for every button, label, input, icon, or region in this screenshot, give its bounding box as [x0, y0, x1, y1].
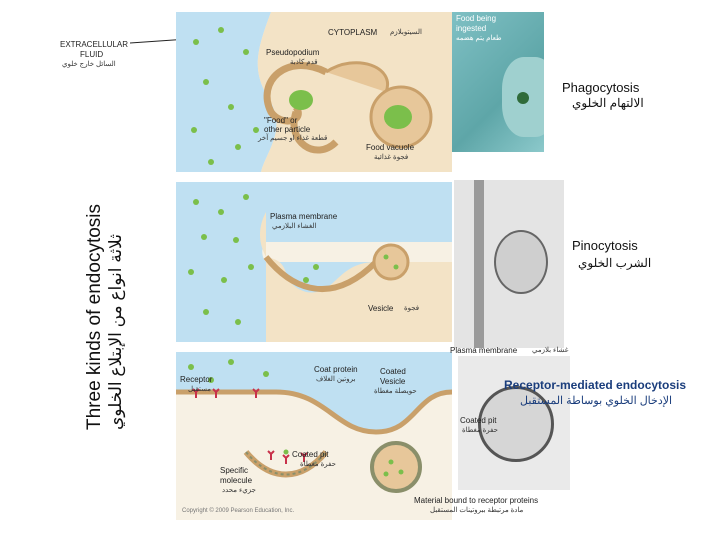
pino-particles [188, 194, 399, 325]
coated-pit-shape [243, 450, 329, 478]
coated-pit-label: Coated pit [292, 450, 329, 459]
plasma-membrane-label: Plasma membrane [270, 212, 338, 221]
food-label-2: other particle [264, 125, 311, 134]
side-title-ar: ثلاثة انواع من الإبتلاع الخلوي [106, 234, 125, 430]
coated-pit-label-ar: حفرة مغطاة [300, 461, 337, 468]
receptor-micrograph [458, 356, 570, 490]
receptor-particles [188, 359, 404, 477]
coated-vesicle-label: Coated [380, 367, 406, 376]
coated-vesicle-label-ar: حويصلة مغطاة [374, 388, 417, 395]
pseudopodium-label: Pseudopodium [266, 48, 320, 57]
vesicle-label-ar: فجوة [404, 305, 420, 312]
phagocytosis-heading: Phagocytosis [562, 80, 640, 95]
specific-molecule-label-ar: جزيء محدد [222, 487, 256, 494]
extracellular-label: EXTRACELLULAR [60, 40, 129, 49]
food-label: "Food" or [264, 116, 298, 125]
cytoplasm-label: CYTOPLASM [328, 28, 378, 37]
side-title: Three kinds of endocytosis ثلاثة انواع م… [78, 112, 125, 432]
coat-protein-label: Coat protein [314, 365, 358, 374]
food-ingested-label: Food being [456, 14, 497, 23]
food-vacuole-label-ar: فجوة غذائية [374, 154, 409, 161]
pseudopodium-cap [325, 61, 390, 93]
coated-vesicle-label-2: Vesicle [380, 377, 406, 386]
coated-vesicle [370, 441, 422, 493]
phagocytosis-micrograph [452, 12, 544, 152]
extracellular-label-ar: السائل خارج خلوي [62, 61, 116, 68]
receptor-label: Receptor [180, 375, 213, 384]
material-label: Material bound to receptor proteins [414, 496, 539, 505]
vacuole-food [384, 105, 412, 129]
pinocytosis-micrograph [454, 180, 564, 348]
receptor-heading: Receptor-mediated endocytosis [504, 378, 687, 392]
plasma-membrane-2-label-ar: غشاء بلازمي [532, 347, 569, 354]
cytoplasm-label-ar: السيتوبلازم [390, 29, 423, 36]
phago-particles [191, 27, 259, 165]
coat-protein-label-ar: بروتين الغلاف [316, 376, 356, 383]
coated-pit-2-label-ar: حفرة مغطاة [462, 427, 499, 434]
phagocytosis-heading-ar: الالتهام الخلوي [572, 96, 644, 110]
receptor-heading-ar: الإدخال الخلوي بوساطة المستقبل [520, 395, 673, 407]
material-label-ar: مادة مرتبطة ببروتينات المستقبل [430, 507, 524, 514]
food-vacuole-label: Food vacuole [366, 143, 415, 152]
food-label-ar: قطعة غذاء او جسيم آخر [258, 135, 328, 142]
endocytosis-diagram [176, 12, 452, 520]
receptor-membrane [176, 389, 452, 435]
vesicle-label: Vesicle [368, 304, 394, 313]
receptor-fluid [176, 352, 452, 432]
receptor-label-ar: مستقبل [188, 386, 212, 393]
extracellular-label-2: FLUID [80, 50, 104, 59]
specific-molecule-label-2: molecule [220, 476, 253, 485]
plasma-membrane-2-label: Plasma membrane [450, 346, 518, 355]
pino-membrane [263, 255, 379, 293]
food-ingested-label-2: ingested [456, 24, 487, 33]
food-particle [289, 90, 313, 110]
phago-fluid [176, 12, 277, 172]
pino-vesicle [372, 243, 410, 281]
specific-molecule-label: Specific [220, 466, 249, 475]
pseudopodium-label-ar: قدم كاذبة [290, 59, 318, 66]
coated-pit-2-label: Coated pit [460, 416, 497, 425]
pinocytosis-heading-ar: الشرب الخلوي [578, 256, 652, 270]
copyright: Copyright © 2009 Pearson Education, Inc. [182, 508, 295, 514]
plasma-membrane-label-ar: الغشاء البلازمي [272, 223, 317, 230]
pinocytosis-heading: Pinocytosis [572, 238, 638, 253]
receptors [192, 388, 308, 464]
food-ingested-label-ar: طعام يتم هضمه [456, 35, 502, 42]
pseudopodium-lower [290, 110, 339, 154]
side-title-en: Three kinds of endocytosis [84, 203, 105, 430]
